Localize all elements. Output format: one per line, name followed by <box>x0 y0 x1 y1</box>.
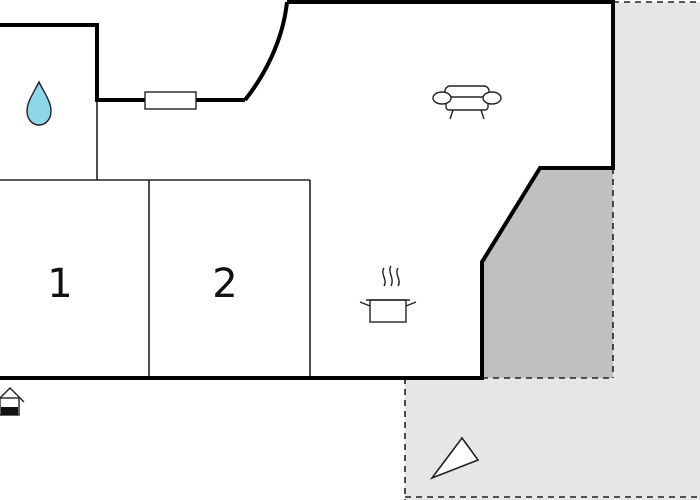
entrance-icon <box>0 387 25 416</box>
cooking-pot-icon <box>359 265 417 323</box>
water-drop-icon <box>26 80 52 126</box>
sofa-icon <box>432 85 502 120</box>
window <box>144 91 197 110</box>
outdoor-terrace <box>405 2 700 500</box>
room-number-1: 1 <box>47 261 72 307</box>
room-number-2: 2 <box>212 261 237 307</box>
terrace-boundary <box>404 1 700 500</box>
sun-direction-icon <box>429 436 480 480</box>
covered-area <box>482 168 613 378</box>
interior-walls <box>0 98 311 378</box>
